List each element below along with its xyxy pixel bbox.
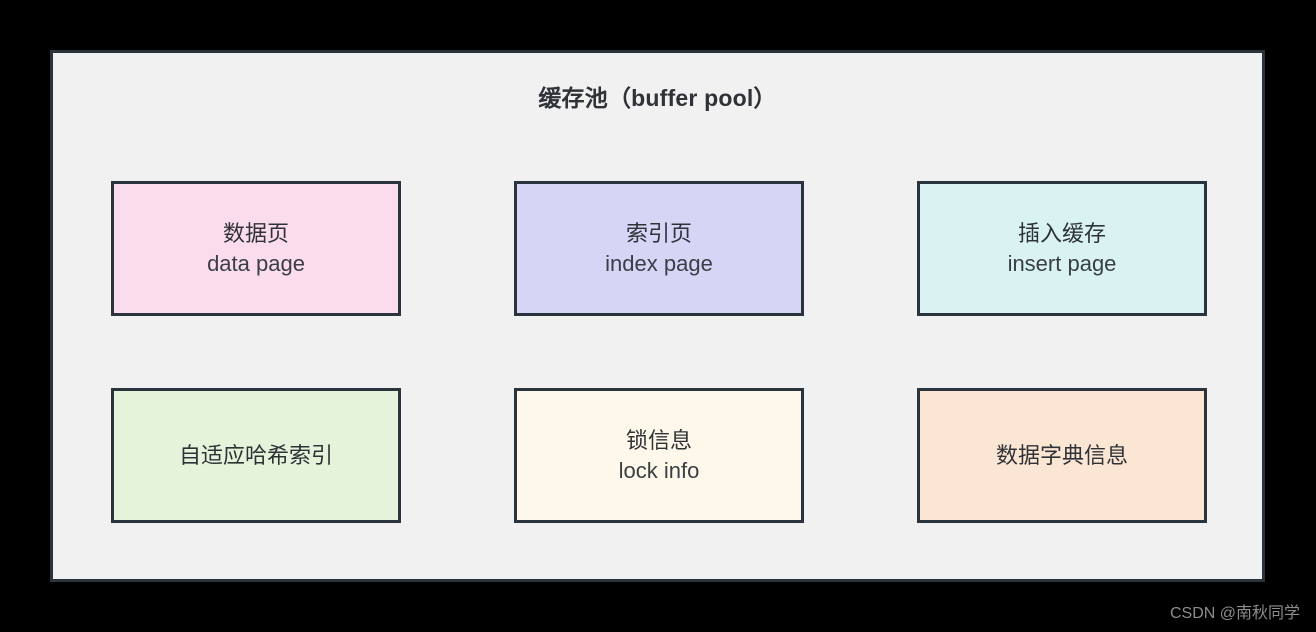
- box-data-dictionary-info: 数据字典信息: [917, 388, 1207, 523]
- box-insert-page-label-en: insert page: [1007, 250, 1117, 276]
- box-data-page-label-en: data page: [207, 250, 305, 276]
- box-data-page-label-cn: 数据页: [222, 221, 289, 247]
- component-box-grid: 数据页 data page 索引页 index page 插入缓存 insert…: [111, 181, 1207, 523]
- box-adaptive-hash-index: 自适应哈希索引: [111, 388, 401, 523]
- csdn-watermark: CSDN @南秋同学: [1169, 605, 1300, 622]
- box-data-dictionary-info-label-cn: 数据字典信息: [995, 442, 1128, 468]
- box-lock-info: 锁信息 lock info: [514, 388, 804, 523]
- buffer-pool-title: 缓存池（buffer pool）: [538, 85, 777, 111]
- box-lock-info-label-en: lock info: [618, 457, 700, 483]
- box-insert-page: 插入缓存 insert page: [917, 181, 1207, 316]
- buffer-pool-panel: 缓存池（buffer pool） 数据页 data page 索引页 index…: [50, 50, 1265, 582]
- box-adaptive-hash-index-label-cn: 自适应哈希索引: [178, 442, 333, 468]
- box-index-page: 索引页 index page: [514, 181, 804, 316]
- box-data-page: 数据页 data page: [111, 181, 401, 316]
- box-lock-info-label-cn: 锁信息: [625, 428, 692, 454]
- box-insert-page-label-cn: 插入缓存: [1017, 221, 1106, 247]
- box-index-page-label-en: index page: [605, 250, 713, 276]
- box-index-page-label-cn: 索引页: [625, 221, 692, 247]
